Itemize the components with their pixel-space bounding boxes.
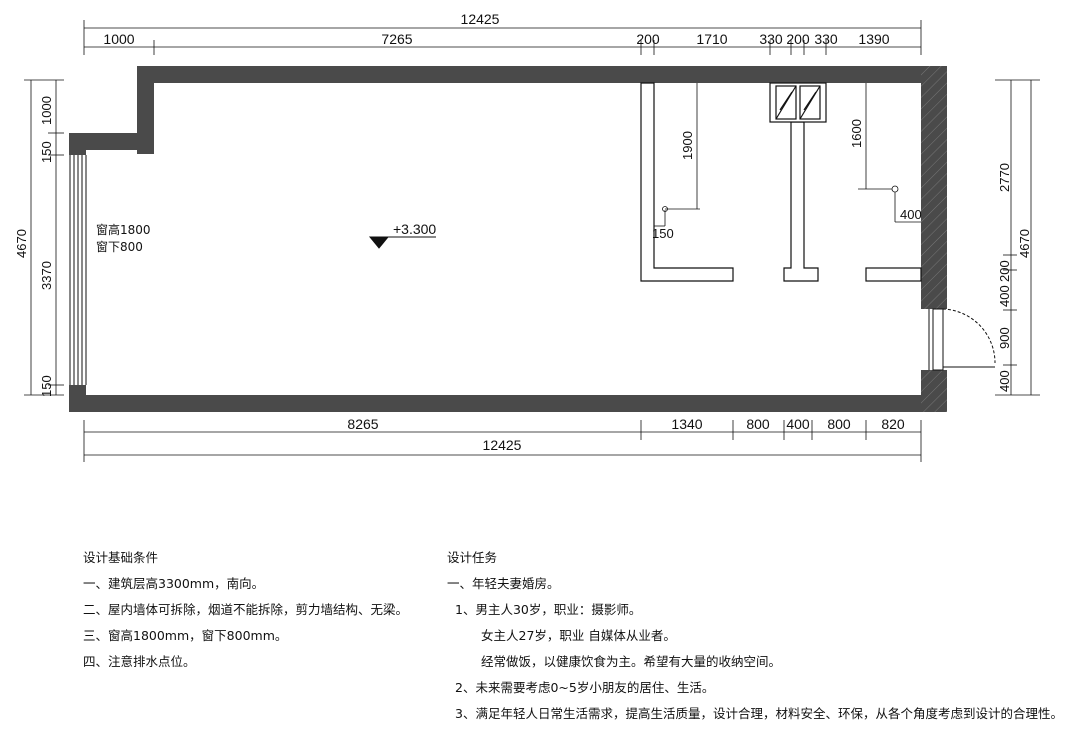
flue-shaft — [769, 82, 827, 123]
dim-right-seg-3: 400 — [997, 285, 1012, 307]
floor-plan: 1900 1600 150 400 窗高1800 窗下800 +3.300 12… — [14, 11, 1040, 462]
design-task-line-4: 经常做饭，以健康饮食为主。希望有大量的收纳空间。 — [481, 654, 782, 669]
design-conditions: 设计基础条件 一、建筑层高3300mm，南向。 二、屋内墙体可拆除，烟道不能拆除… — [83, 545, 408, 675]
design-tasks-title: 设计任务 — [447, 550, 498, 565]
partition-left — [640, 82, 734, 282]
dim-top-seg-1: 1000 — [103, 31, 134, 47]
dim-top-seg-4: 1710 — [696, 31, 727, 47]
wall-right-lower — [921, 370, 947, 412]
design-condition-3: 三、窗高1800mm，窗下800mm。 — [83, 628, 288, 643]
dim-left-seg-1: 1000 — [39, 96, 54, 125]
partition-right — [865, 267, 922, 282]
walls — [69, 66, 947, 412]
design-condition-1: 一、建筑层高3300mm，南向。 — [83, 576, 265, 591]
dim-right-seg-2: 200 — [997, 260, 1012, 282]
dim-right-seg-5: 400 — [997, 370, 1012, 392]
dim-bottom-seg-6: 820 — [881, 416, 905, 432]
drain-point-right — [891, 185, 899, 193]
window-left — [69, 155, 87, 385]
design-conditions-title: 设计基础条件 — [83, 550, 159, 565]
interior-walls — [640, 82, 922, 282]
design-task-line-3: 女主人27岁，职业 自媒体从业者。 — [481, 628, 676, 643]
design-tasks: 设计任务 一、年轻夫妻婚房。 1、男主人30岁，职业：摄影师。 女主人27岁，职… — [447, 545, 1063, 727]
wall-right-upper — [921, 66, 947, 309]
dim-bottom-seg-2: 1340 — [671, 416, 702, 432]
dim-interior-1900: 1900 — [680, 131, 695, 160]
wall-top — [137, 66, 947, 83]
dim-bottom-total: 12425 — [483, 437, 522, 453]
dim-top-seg-7: 330 — [814, 31, 838, 47]
dim-left-seg-4: 150 — [39, 375, 54, 397]
design-task-line-2: 1、男主人30岁，职业：摄影师。 — [455, 602, 642, 617]
dim-right-total: 4670 — [1017, 229, 1032, 258]
dim-top-total: 12425 — [461, 11, 500, 27]
dim-interior-400: 400 — [900, 207, 922, 222]
dim-lines-right — [995, 79, 1040, 396]
dim-bottom-seg-5: 800 — [827, 416, 851, 432]
interior-dimensions — [654, 83, 921, 227]
wall-step-vertical — [137, 66, 154, 154]
wall-left-upper — [69, 133, 86, 155]
window-sill-label: 窗下800 — [96, 240, 143, 254]
door-right — [928, 308, 996, 371]
dim-top-seg-5: 330 — [759, 31, 783, 47]
wall-step-horizontal — [69, 133, 154, 150]
dim-right-seg-1: 2770 — [997, 163, 1012, 192]
dim-top-seg-8: 1390 — [858, 31, 889, 47]
design-condition-2: 二、屋内墙体可拆除，烟道不能拆除，剪力墙结构、无梁。 — [83, 602, 409, 617]
design-condition-4: 四、注意排水点位。 — [83, 654, 196, 669]
dim-left-seg-2: 150 — [39, 141, 54, 163]
window-height-label: 窗高1800 — [96, 222, 151, 237]
dim-interior-150: 150 — [652, 226, 674, 241]
design-task-line-5: 2、未来需要考虑0~5岁小朋友的居住、生活。 — [455, 680, 715, 695]
level-marker — [368, 236, 436, 249]
design-task-line-6: 3、满足年轻人日常生活需求，提高生活质量，设计合理，材料安全、环保，从各个角度考… — [455, 706, 1063, 721]
dim-interior-1600: 1600 — [849, 119, 864, 148]
floor-level-label: +3.300 — [393, 221, 436, 237]
partition-center — [783, 121, 819, 282]
dim-top-seg-3: 200 — [636, 31, 660, 47]
dim-left-total: 4670 — [14, 229, 29, 258]
wall-left-lower — [69, 385, 86, 412]
dim-lines-bottom — [83, 420, 922, 462]
dim-left-seg-3: 3370 — [39, 261, 54, 290]
dim-lines-left — [24, 79, 64, 396]
design-task-line-1: 一、年轻夫妻婚房。 — [447, 576, 560, 591]
wall-bottom — [69, 395, 947, 412]
dim-bottom-seg-3: 800 — [746, 416, 770, 432]
dim-lines-top — [83, 20, 922, 55]
dim-right-seg-4: 900 — [997, 327, 1012, 349]
dim-bottom-seg-4: 400 — [786, 416, 810, 432]
dim-top-seg-6: 200 — [786, 31, 810, 47]
dim-bottom-seg-1: 8265 — [347, 416, 378, 432]
dim-top-seg-2: 7265 — [381, 31, 412, 47]
